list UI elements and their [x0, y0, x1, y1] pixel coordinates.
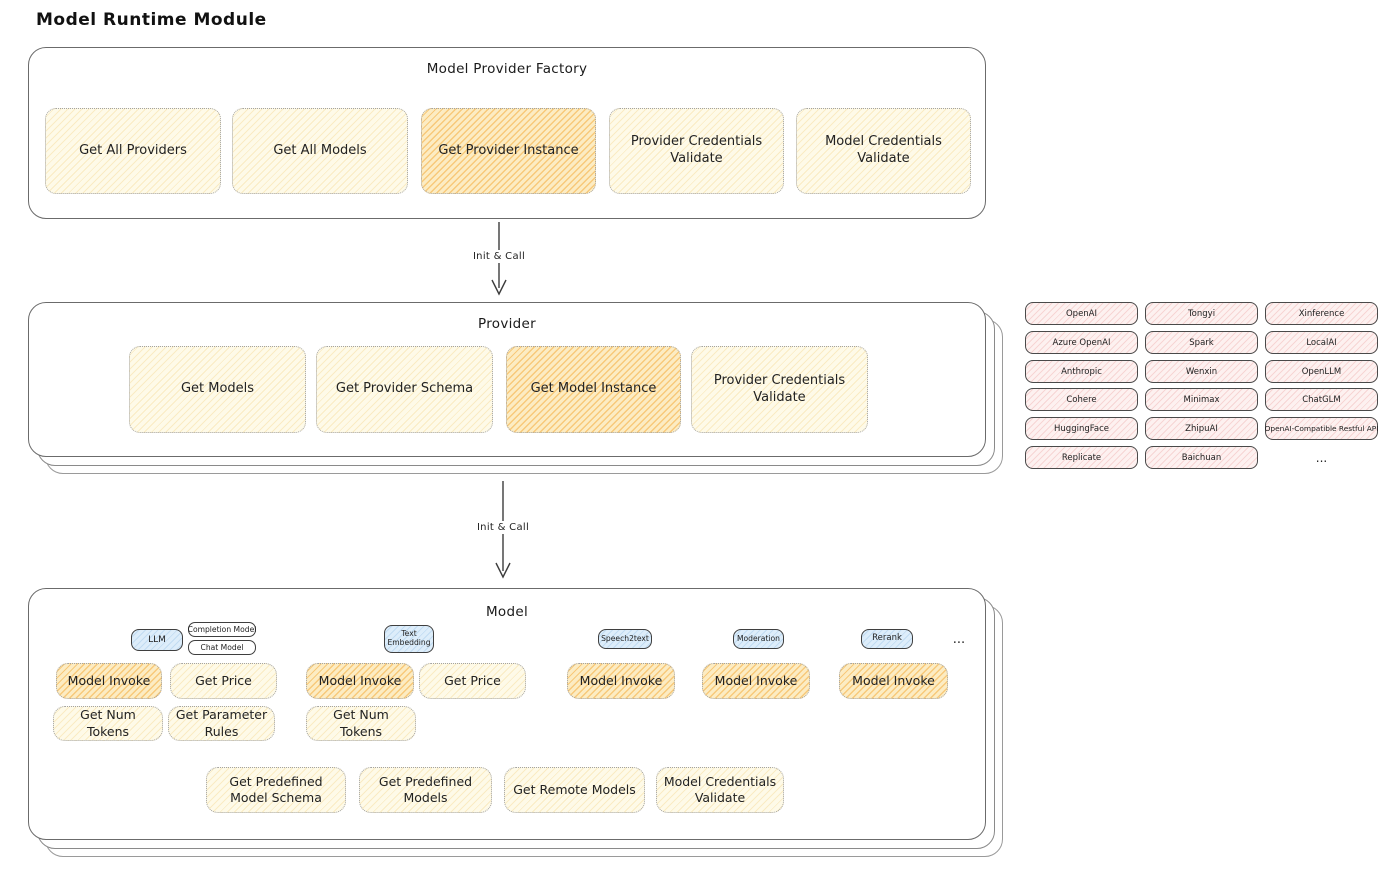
provider-panel-title: Provider	[478, 316, 536, 332]
arrow-label-init-call-2: Init & Call	[461, 521, 545, 534]
vendor-tongyi: Tongyi	[1145, 302, 1258, 325]
model-box-embedding-get-num-tokens: Get Num Tokens	[306, 706, 416, 741]
model-box-llm-get-parameter-rules: Get Parameter Rules	[168, 706, 275, 741]
model-panel: Model LLM Completion Model Chat Model Te…	[28, 588, 1003, 857]
tag-llm: LLM	[131, 629, 183, 651]
factory-box-provider-credentials-validate: Provider Credentials Validate	[609, 108, 784, 194]
model-box-llm-model-invoke: Model Invoke	[56, 663, 162, 699]
tag-rerank: Rerank	[861, 629, 913, 649]
arrow-label-init-call-1: Init & Call	[457, 250, 541, 263]
model-box-moderation-model-invoke: Model Invoke	[702, 663, 810, 699]
model-box-embedding-get-price: Get Price	[419, 663, 526, 699]
model-box-embedding-model-invoke: Model Invoke	[306, 663, 414, 699]
provider-box-get-provider-schema: Get Provider Schema	[316, 346, 493, 433]
tag-chat-model: Chat Model	[188, 640, 256, 655]
vendor-xinference: Xinference	[1265, 302, 1378, 325]
vendor-chatglm: ChatGLM	[1265, 388, 1378, 411]
diagram-title: Model Runtime Module	[36, 10, 267, 30]
vendor-openai-compatible-restful-api: OpenAI-Compatible Restful API	[1265, 417, 1378, 440]
vendor-baichuan: Baichuan	[1145, 446, 1258, 469]
factory-panel-title: Model Provider Factory	[426, 61, 588, 77]
tag-text-embedding: Text Embedding	[384, 625, 434, 653]
provider-panel: Provider Get Models Get Provider Schema …	[28, 302, 1003, 474]
vendor-cohere: Cohere	[1025, 388, 1138, 411]
vendor-openai: OpenAI	[1025, 302, 1138, 325]
vendor-spark: Spark	[1145, 331, 1258, 354]
vendor-ellipsis: ...	[1315, 450, 1328, 465]
vendor-huggingface: HuggingFace	[1025, 417, 1138, 440]
provider-box-get-model-instance: Get Model Instance	[506, 346, 681, 433]
model-box-llm-get-price: Get Price	[170, 663, 277, 699]
factory-box-get-provider-instance: Get Provider Instance	[421, 108, 596, 194]
model-panel-title: Model	[485, 604, 529, 620]
tag-speech2text: Speech2text	[598, 629, 652, 649]
tag-moderation: Moderation	[733, 629, 784, 649]
vendor-zhipuai: ZhipuAI	[1145, 417, 1258, 440]
provider-box-get-models: Get Models	[129, 346, 306, 433]
factory-box-get-all-models: Get All Models	[232, 108, 408, 194]
model-box-get-remote-models: Get Remote Models	[504, 767, 645, 813]
tag-completion-model: Completion Model	[188, 622, 256, 637]
factory-box-get-all-providers: Get All Providers	[45, 108, 221, 194]
vendor-wenxin: Wenxin	[1145, 360, 1258, 383]
model-box-rerank-model-invoke: Model Invoke	[839, 663, 948, 699]
model-box-llm-get-num-tokens: Get Num Tokens	[53, 706, 163, 741]
vendor-localai: LocalAI	[1265, 331, 1378, 354]
model-tags-ellipsis: ...	[952, 631, 966, 647]
vendor-openllm: OpenLLM	[1265, 360, 1378, 383]
model-box-get-predefined-models: Get Predefined Models	[359, 767, 492, 813]
vendor-anthropic: Anthropic	[1025, 360, 1138, 383]
vendor-replicate: Replicate	[1025, 446, 1138, 469]
provider-box-provider-credentials-validate: Provider Credentials Validate	[691, 346, 868, 433]
model-box-model-credentials-validate: Model Credentials Validate	[656, 767, 784, 813]
factory-box-model-credentials-validate: Model Credentials Validate	[796, 108, 971, 194]
vendor-minimax: Minimax	[1145, 388, 1258, 411]
vendor-azure-openai: Azure OpenAI	[1025, 331, 1138, 354]
model-box-speech2text-model-invoke: Model Invoke	[567, 663, 675, 699]
model-box-get-predefined-model-schema: Get Predefined Model Schema	[206, 767, 346, 813]
factory-panel: Model Provider Factory Get All Providers…	[28, 47, 986, 219]
